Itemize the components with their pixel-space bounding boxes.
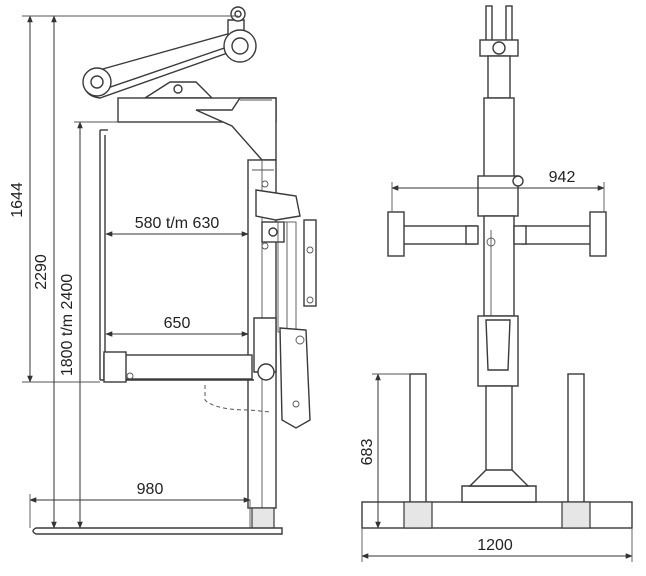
dim-total-height: 1644 [9, 182, 26, 218]
front-dimensions [361, 182, 633, 562]
dim-arm-span: 942 [549, 169, 576, 186]
front-hook [479, 5, 519, 99]
side-dimensions [22, 15, 251, 529]
dim-upper-width: 580 t/m 630 [135, 215, 220, 232]
front-view: 942 683 1200 [359, 5, 633, 562]
clamp-frame [99, 129, 271, 413]
front-arm [387, 211, 607, 257]
dim-height-range: 1800 t/m 2400 [59, 274, 76, 376]
dim-height-2290: 2290 [33, 254, 50, 290]
dim-lower-width: 650 [164, 315, 191, 332]
hanger-arm [82, 6, 257, 99]
dim-leg-height: 683 [359, 439, 376, 466]
top-carriage [117, 97, 277, 161]
front-base [361, 373, 633, 529]
hydraulic-unit [253, 189, 317, 429]
dim-base-width: 1200 [477, 537, 513, 554]
dim-fork-length: 980 [137, 481, 164, 498]
fork [32, 500, 283, 535]
front-mast [477, 97, 524, 487]
side-view: 1644 2290 1800 t/m 2400 580 t/m 630 650 … [9, 6, 317, 535]
